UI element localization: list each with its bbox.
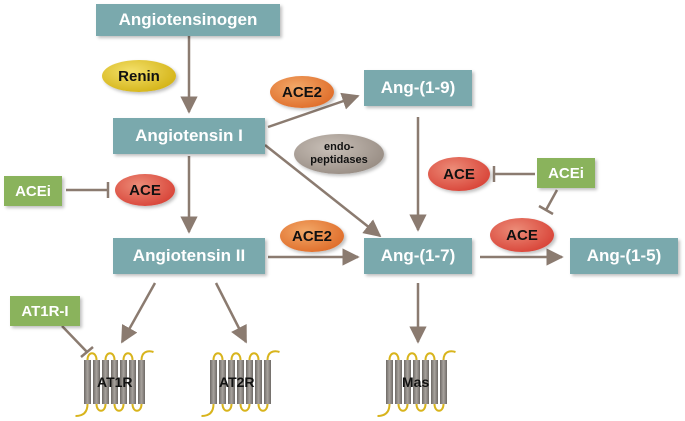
label-ace2-mid: ACE2 [291, 227, 332, 245]
box-acei-right: ACEi [537, 158, 595, 188]
enzyme-ace-left: ACE [115, 174, 175, 206]
label-renin: Renin [118, 67, 160, 85]
receptor-label-at1r: AT1R [97, 374, 133, 390]
label-angiotensin-2: Angiotensin II [132, 246, 246, 265]
label-at1r-i: AT1R-I [21, 302, 69, 320]
box-ang-1-7: Ang-(1-7) [364, 238, 472, 274]
enzyme-ace2-top: ACE2 [270, 76, 334, 108]
receptor-at2r-glyph [201, 350, 280, 417]
enzyme-renin: Renin [102, 60, 176, 92]
box-acei-left: ACEi [4, 176, 62, 206]
box-ang-1-5: Ang-(1-5) [570, 238, 678, 274]
label-ace-right-top: ACE [443, 165, 475, 183]
enzyme-ace-right-bottom: ACE [490, 218, 554, 252]
label-ace-right-bottom: ACE [506, 226, 538, 244]
label-ace-left: ACE [129, 181, 161, 199]
arrow-ang2-to-at2r [214, 282, 248, 344]
label-angiotensin-1: Angiotensin I [135, 126, 243, 145]
label-angiotensinogen: Angiotensinogen [118, 10, 258, 29]
label-endopeptidases-line2: peptidases [310, 154, 368, 166]
box-angiotensin-2: Angiotensin II [113, 238, 265, 274]
inhibition-acei-right-top [492, 166, 535, 182]
label-ace2-top: ACE2 [281, 83, 322, 101]
receptor-label-at2r: AT2R [219, 374, 255, 390]
inhibition-at1r-i [61, 325, 94, 358]
label-ang-1-7: Ang-(1-7) [380, 246, 456, 265]
label-ang-1-5: Ang-(1-5) [586, 246, 662, 265]
box-at1r-i: AT1R-I [10, 296, 80, 326]
label-endopeptidases-line1: endo- [324, 141, 354, 153]
enzyme-ace-right-top: ACE [428, 157, 490, 191]
inhibition-acei-right-bottom [538, 189, 559, 216]
receptor-at1r-glyph [75, 350, 154, 417]
box-angiotensin-1: Angiotensin I [113, 118, 265, 154]
inhibition-acei-left [66, 182, 110, 198]
arrow-ang1-to-ang17 [264, 144, 382, 238]
box-ang-1-9: Ang-(1-9) [364, 70, 472, 106]
label-acei-left: ACEi [15, 182, 51, 200]
label-acei-right: ACEi [548, 164, 584, 182]
enzyme-ace2-mid: ACE2 [280, 220, 344, 252]
arrow-ang1-to-ang19 [267, 92, 360, 129]
box-angiotensinogen: Angiotensinogen [96, 4, 280, 36]
enzyme-endopeptidases: endo- peptidases [294, 134, 384, 174]
label-ang-1-9: Ang-(1-9) [380, 78, 456, 97]
receptor-label-mas: Mas [402, 374, 430, 390]
receptor-mas-glyph [377, 350, 456, 417]
arrow-ang2-to-at1r [120, 282, 157, 344]
